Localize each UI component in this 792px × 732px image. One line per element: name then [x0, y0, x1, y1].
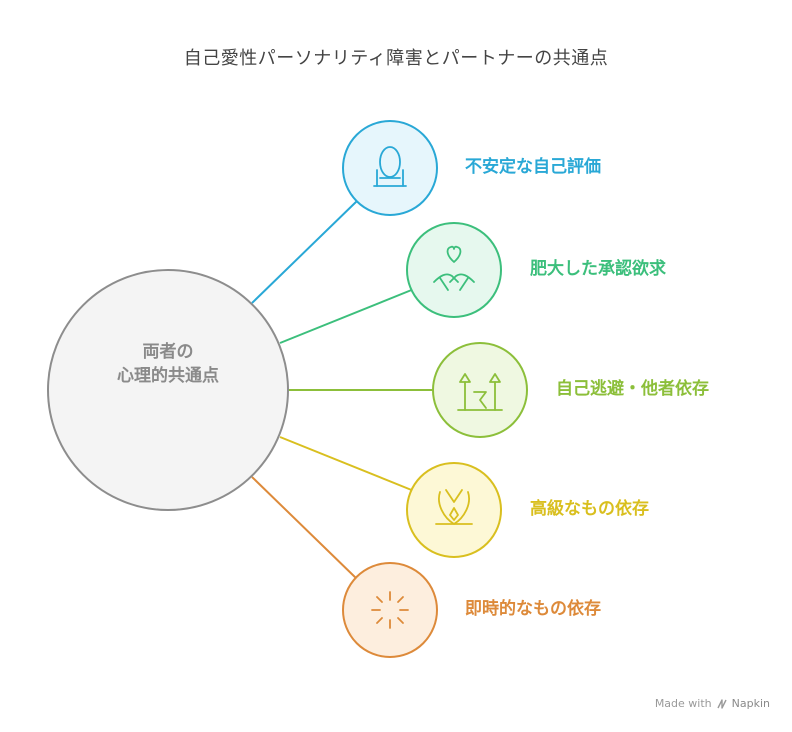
broken-pillars-icon — [457, 373, 503, 411]
footer-made-with: Made with — [654, 697, 712, 710]
item-circle-2 — [406, 222, 502, 318]
center-label-line-1: 両者の — [142, 342, 194, 362]
diamond-necklace-icon — [435, 489, 473, 525]
item-circle-4 — [406, 462, 502, 558]
page-title: 自己愛性パーソナリティ障害とパートナーの共通点 — [183, 48, 609, 69]
item-label-5: 即時的なもの依存 — [465, 599, 601, 619]
burst-icon — [371, 591, 409, 629]
center-label: 両者の 心理的共通点 — [48, 340, 288, 388]
item-label-3: 自己逃避・他者依存 — [556, 379, 709, 399]
item-circle-1 — [342, 120, 438, 216]
center-circle — [47, 269, 289, 511]
item-circle-3 — [432, 342, 528, 438]
item-label-4: 高級なもの依存 — [530, 499, 649, 519]
heart-hands-icon — [433, 245, 475, 291]
connector-4 — [279, 436, 415, 492]
footer-brand: Napkin — [731, 697, 770, 710]
mirror-icon — [373, 146, 407, 187]
napkin-logo-icon — [717, 698, 727, 709]
center-label-line-2: 心理的共通点 — [117, 366, 219, 386]
item-circle-5 — [342, 562, 438, 658]
item-label-2: 肥大した承認欲求 — [530, 259, 666, 279]
connector-5 — [251, 476, 359, 581]
footer-attribution: Made with Napkin — [655, 697, 770, 710]
connector-2 — [279, 288, 415, 344]
connector-1 — [251, 199, 359, 304]
item-label-1: 不安定な自己評価 — [465, 157, 601, 177]
